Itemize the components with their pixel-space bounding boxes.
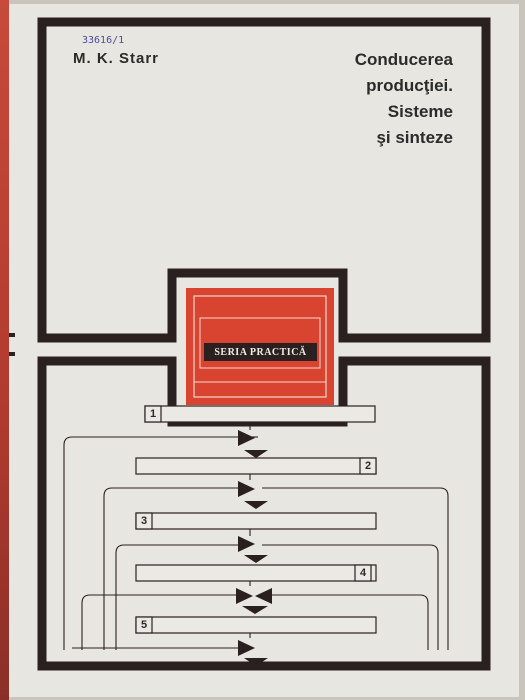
edge-tick: [9, 333, 15, 337]
arrow-down-icon: [244, 501, 268, 509]
series-label: SERIA PRACTICĂ: [204, 343, 317, 361]
library-mark: 33616/1: [82, 35, 125, 46]
diagram-number-5: 5: [140, 619, 148, 631]
diagram-number-3: 3: [140, 515, 148, 527]
diagram-bar-2: [135, 457, 377, 475]
connector-line: [63, 436, 238, 650]
connector-line: [262, 487, 449, 650]
connector-line: [103, 487, 238, 650]
author-name: M. K. Starr: [73, 50, 160, 67]
arrow-down-icon: [244, 450, 268, 458]
diagram-number-4: 4: [359, 567, 367, 579]
upper-frame: [37, 17, 491, 343]
arrow-down-icon: [244, 555, 268, 563]
book-title-line-3: Sisteme: [387, 102, 453, 121]
arrow-left-icon: [255, 588, 272, 604]
connector-line: [81, 594, 238, 650]
arrow-down-icon: [244, 658, 268, 666]
book-spine: [0, 0, 9, 700]
emblem-inner-line: [199, 317, 321, 369]
diagram-bar-4: [135, 564, 377, 582]
diagram-number-1: 1: [149, 408, 157, 420]
connector-line: [272, 594, 429, 650]
diagram-number-2: 2: [364, 460, 372, 472]
arrow-right-icon: [238, 481, 255, 497]
emblem-inner-line: [193, 295, 327, 398]
arrow-right-icon: [236, 588, 253, 604]
connector-line: [115, 544, 238, 650]
arrow-right-icon: [238, 536, 255, 552]
book-title-line-4: şi sinteze: [376, 128, 453, 147]
arrow-right-icon: [238, 430, 255, 446]
connector-line: [262, 544, 439, 650]
lower-frame: [37, 356, 491, 671]
edge-tick: [9, 352, 15, 356]
book-title-line-1: Conducerea: [354, 50, 453, 69]
arrow-down-icon: [242, 606, 268, 614]
diagram-bar-5: [135, 616, 377, 634]
diagram-bar-3: [135, 512, 377, 530]
book-title-line-2: producţiei.: [366, 76, 453, 95]
diagram-bar-1: [144, 405, 376, 423]
arrow-right-icon: [238, 640, 255, 656]
